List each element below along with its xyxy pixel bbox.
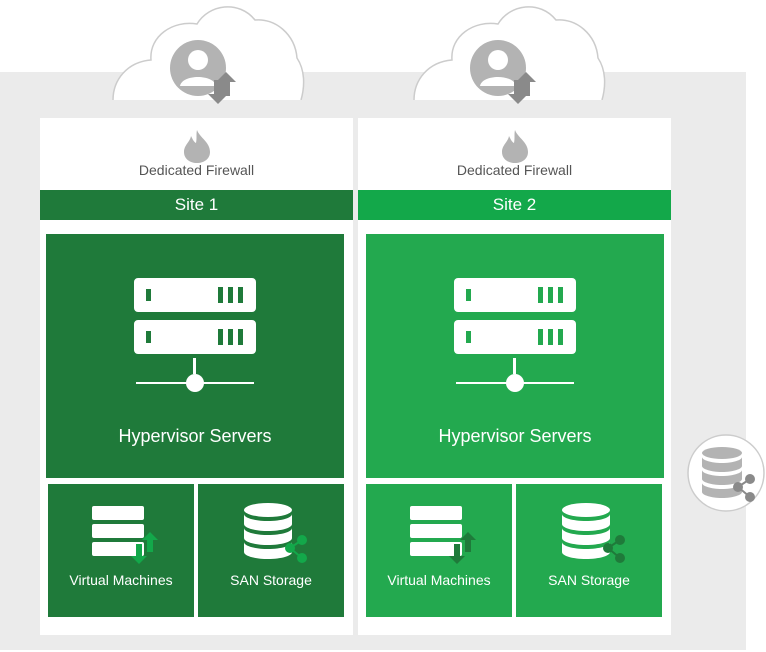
hypervisor-servers-box: Hypervisor Servers: [366, 234, 664, 478]
database-share-icon: [244, 503, 307, 563]
firewall-label: Dedicated Firewall: [456, 162, 573, 178]
site-1-column: Dedicated Firewall Site 1 Hypervisor Ser…: [40, 118, 353, 635]
virtual-machines-label: Virtual Machines: [69, 572, 173, 588]
server-stack-icon: [134, 278, 256, 392]
site-2-column: Dedicated Firewall Site 2 Hypervisor Ser…: [358, 118, 671, 635]
vm-sync-icon: [410, 506, 476, 564]
hypervisor-label: Hypervisor Servers: [438, 426, 592, 446]
hypervisor-servers-box: Hypervisor Servers: [46, 234, 344, 478]
firewall-label: Dedicated Firewall: [138, 162, 255, 178]
site-title: Site 1: [40, 190, 353, 220]
vm-sync-icon: [92, 506, 158, 564]
flame-icon: [184, 130, 210, 163]
virtual-machines-label: Virtual Machines: [387, 572, 491, 588]
flame-icon: [502, 130, 528, 163]
san-storage-box: SAN Storage: [198, 484, 344, 617]
user-sync-icon: [170, 40, 236, 104]
san-storage-label: SAN Storage: [548, 572, 630, 588]
server-stack-icon: [454, 278, 576, 392]
hypervisor-label: Hypervisor Servers: [118, 426, 272, 446]
user-sync-icon: [470, 40, 536, 104]
virtual-machines-box: Virtual Machines: [366, 484, 512, 617]
san-storage-box: SAN Storage: [516, 484, 662, 617]
virtual-machines-box: Virtual Machines: [48, 484, 194, 617]
database-share-icon: [562, 503, 625, 563]
site-title: Site 2: [358, 190, 671, 220]
san-storage-label: SAN Storage: [230, 572, 312, 588]
shared-database-icon: [687, 434, 765, 512]
